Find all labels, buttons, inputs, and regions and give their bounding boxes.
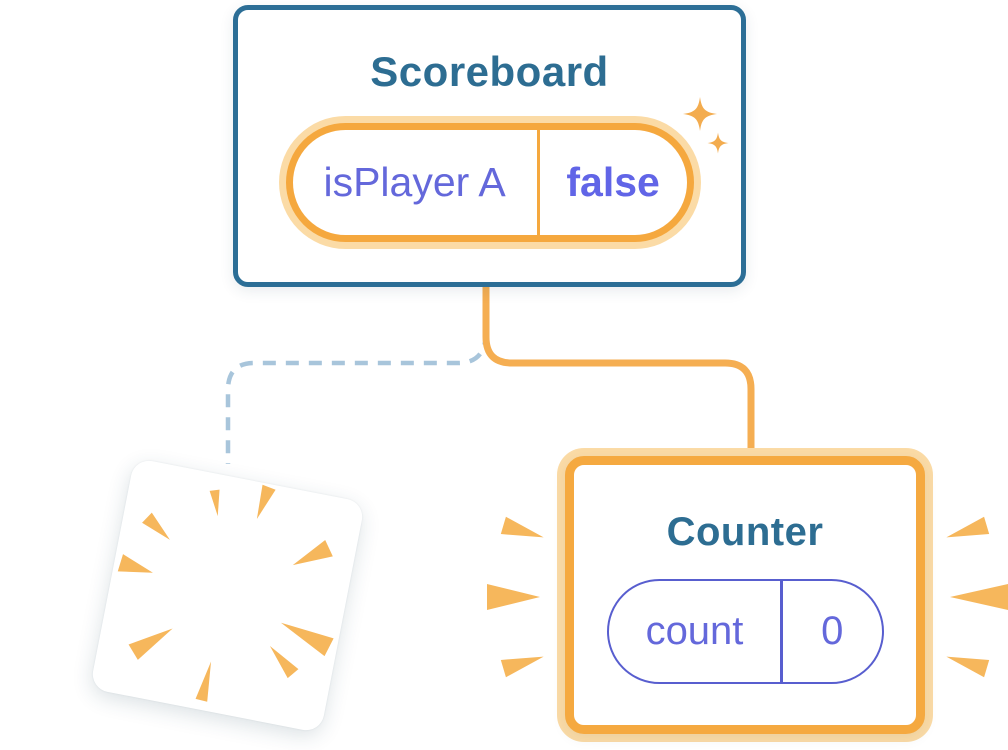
removed-component-card <box>89 457 366 734</box>
emphasis-rays-icon <box>487 516 1008 678</box>
pill-divider <box>536 130 540 235</box>
emphasis-ray <box>946 656 990 678</box>
poof-ray <box>256 484 276 519</box>
state-value: 0 <box>821 609 844 653</box>
scoreboard-state-pill: isPlayer A false <box>278 116 701 249</box>
poof-ray <box>117 554 153 573</box>
poof-ray <box>128 628 173 660</box>
poof-ray <box>209 489 220 517</box>
emphasis-ray <box>500 516 544 538</box>
poof-ray <box>280 622 334 657</box>
emphasis-ray <box>500 656 544 678</box>
state-name: isPlayer A <box>323 159 506 205</box>
counter-card: Counter count 0 <box>565 456 925 734</box>
connector-dashed-line <box>225 331 489 464</box>
state-name: count <box>645 609 744 653</box>
poof-ray <box>269 646 299 679</box>
state-pill-body: isPlayer A false <box>285 123 694 242</box>
pill-divider <box>780 581 783 682</box>
emphasis-ray <box>487 584 540 610</box>
emphasis-ray <box>946 516 990 538</box>
state-value: false <box>566 159 660 205</box>
counter-card-glow: Counter count 0 <box>557 448 933 742</box>
poof-ray <box>292 540 333 566</box>
counter-title: Counter <box>666 510 824 554</box>
scoreboard-card: Scoreboard isPlayer A false <box>233 5 746 287</box>
poof-ray <box>142 512 170 540</box>
connector-solid-line <box>482 278 755 458</box>
emphasis-ray <box>950 584 1008 610</box>
counter-state-pill: count 0 <box>606 579 884 684</box>
scoreboard-title: Scoreboard <box>370 48 609 95</box>
poof-ray <box>195 661 212 702</box>
poof-burst-icon <box>117 484 334 702</box>
